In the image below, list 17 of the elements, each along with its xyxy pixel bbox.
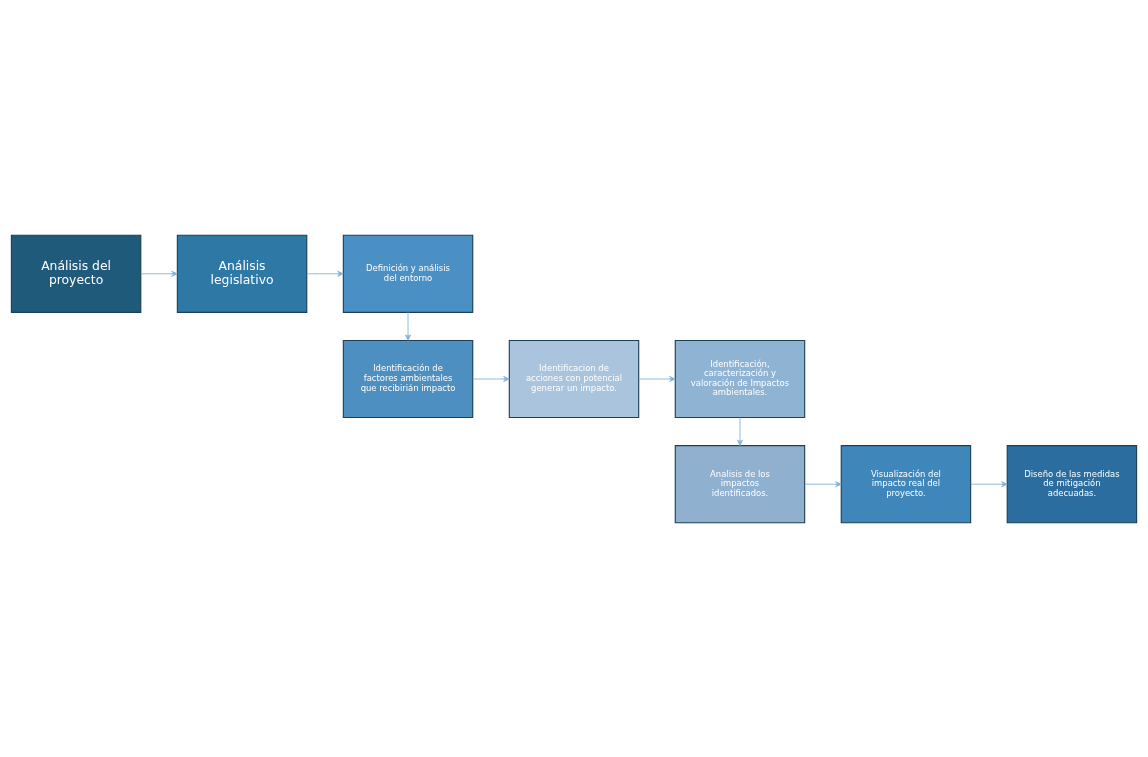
arrow (638, 375, 676, 382)
node-box: Identificacion de acciones con potencial generar un impacto. (508, 339, 640, 418)
node-box: Identificación de factores ambientales que recibirián impacto (342, 339, 474, 418)
node-box: Analisis de los impactos identificados. (674, 444, 806, 523)
arrow (405, 311, 411, 341)
arrow (970, 480, 1008, 487)
node-box: Diseño de las medidas de mitigación adecuadas. (1006, 444, 1138, 523)
node-box: Análisis legislativo (176, 234, 308, 313)
arrow (804, 480, 842, 487)
node-box: Visualización del impacto real del proyecto. (840, 444, 972, 523)
node-box: Identificación, caracterización y valoración de Impactos ambientales. (674, 339, 806, 418)
arrow (140, 270, 178, 277)
node-box: Definición y análisis del entorno (342, 234, 474, 313)
node-box: Análisis del proyecto (10, 234, 142, 313)
arrow (472, 375, 510, 382)
arrow (306, 270, 344, 277)
arrow (737, 416, 743, 446)
